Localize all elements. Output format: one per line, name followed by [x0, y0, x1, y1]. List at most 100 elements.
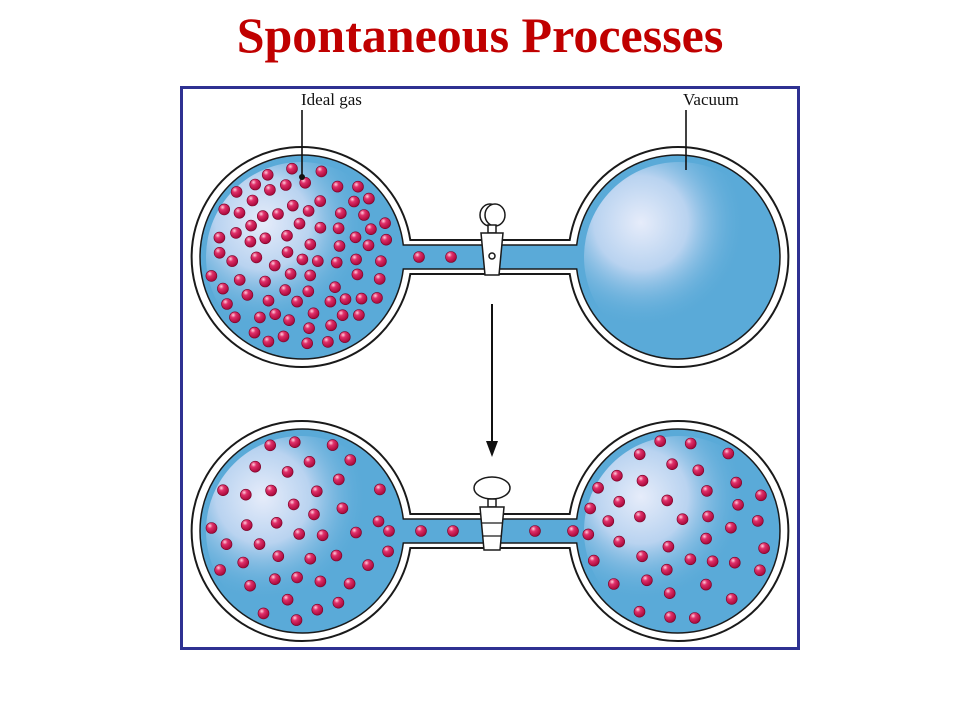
gas-molecule: [289, 436, 301, 449]
gas-molecule: [257, 210, 269, 222]
bottom-gas-molecules: [205, 435, 770, 626]
bottom-apparatus: [190, 420, 790, 642]
gas-molecule: [291, 571, 303, 584]
gas-molecule: [613, 535, 626, 548]
gas-molecule: [269, 308, 281, 320]
top-apparatus: [190, 146, 790, 368]
gas-molecule: [283, 314, 295, 326]
gas-molecule: [246, 194, 259, 207]
right-flask-highlight-bottom: [584, 436, 774, 626]
gas-molecule: [602, 515, 615, 527]
gas-molecule: [284, 268, 297, 280]
gas-molecule: [701, 485, 713, 497]
gas-molecule: [607, 578, 620, 590]
gas-molecule: [372, 515, 385, 528]
gas-molecule: [262, 294, 275, 307]
gas-molecule: [587, 554, 600, 567]
gas-molecule: [259, 275, 271, 288]
gas-molecule: [268, 259, 281, 272]
gas-molecule: [250, 251, 263, 264]
gas-molecule: [725, 593, 738, 605]
right-flask-highlight: [584, 162, 774, 352]
gas-molecule: [358, 209, 370, 221]
gas-molecule: [293, 528, 305, 540]
gas-molecule: [375, 255, 387, 267]
gas-molecule: [303, 455, 316, 468]
gas-molecule: [239, 488, 252, 501]
gas-molecule: [664, 611, 676, 623]
gas-molecule: [413, 251, 425, 263]
gas-molecule: [374, 483, 386, 496]
gas-molecule: [567, 525, 579, 537]
gas-molecule: [272, 550, 285, 563]
gas-molecule: [666, 458, 678, 471]
gas-molecule: [611, 469, 623, 482]
gas-molecule: [304, 269, 316, 282]
gas-molecule: [311, 485, 323, 498]
gas-molecule: [244, 235, 257, 248]
gas-molecule: [633, 448, 646, 461]
label-vacuum: Vacuum: [683, 90, 739, 109]
gas-molecule: [265, 484, 277, 497]
gas-molecule: [349, 231, 362, 244]
gas-molecule: [662, 540, 675, 553]
gas-molecule: [277, 330, 290, 343]
gas-molecule: [314, 221, 327, 234]
gas-molecule: [312, 255, 324, 267]
gas-molecule: [373, 273, 386, 285]
gas-molecule: [254, 311, 266, 324]
gas-molecule: [331, 180, 344, 193]
gas-molecule: [314, 575, 327, 588]
gas-molecule: [218, 203, 231, 216]
gas-molecule: [592, 481, 604, 494]
gas-molecule: [353, 309, 365, 321]
gas-molecule: [365, 223, 377, 235]
gas-molecule: [244, 579, 256, 592]
gas-molecule: [229, 311, 241, 324]
gas-molecule: [582, 528, 595, 541]
gas-molecule: [241, 289, 254, 301]
gas-molecule: [379, 217, 391, 229]
gas-molecule: [382, 545, 394, 558]
gas-molecule: [291, 295, 303, 308]
gas-molecule: [293, 217, 306, 230]
gas-molecule: [233, 207, 246, 219]
gas-molecule: [350, 526, 362, 539]
gas-molecule: [700, 532, 712, 545]
gas-molecule: [270, 516, 283, 529]
gas-molecule: [684, 553, 697, 566]
gas-molecule: [339, 293, 352, 305]
gas-molecule: [245, 219, 257, 232]
gas-molecule: [279, 284, 291, 296]
gas-molecule: [322, 336, 334, 348]
gas-molecule: [296, 253, 309, 266]
gas-molecule: [304, 238, 317, 251]
gas-molecule: [730, 476, 743, 489]
down-arrow-icon: [486, 304, 498, 457]
gas-molecule: [214, 564, 226, 576]
gas-molecule: [613, 495, 626, 508]
gas-molecule: [362, 239, 375, 252]
gas-molecule: [754, 564, 766, 577]
gas-molecule: [213, 231, 226, 244]
top-gas-molecules: [205, 162, 457, 350]
gas-molecule: [330, 549, 343, 562]
gas-molecule: [281, 246, 294, 258]
gas-molecule: [383, 525, 395, 537]
gas-molecule: [700, 578, 712, 591]
gas-molecule: [692, 464, 705, 477]
gas-molecule: [302, 205, 315, 217]
gas-molecule: [751, 515, 764, 527]
gas-expansion-diagram: [190, 110, 790, 642]
gas-molecule: [684, 437, 697, 450]
gas-molecule: [335, 207, 347, 219]
gas-molecule: [311, 603, 324, 616]
gas-molecule: [336, 502, 349, 515]
gas-molecule: [249, 178, 261, 191]
gas-molecule: [248, 326, 261, 339]
gas-molecule: [351, 268, 364, 281]
gas-molecule: [660, 563, 673, 576]
gas-molecule: [226, 255, 239, 267]
gas-molecule: [732, 498, 744, 511]
gas-molecule: [314, 195, 326, 207]
